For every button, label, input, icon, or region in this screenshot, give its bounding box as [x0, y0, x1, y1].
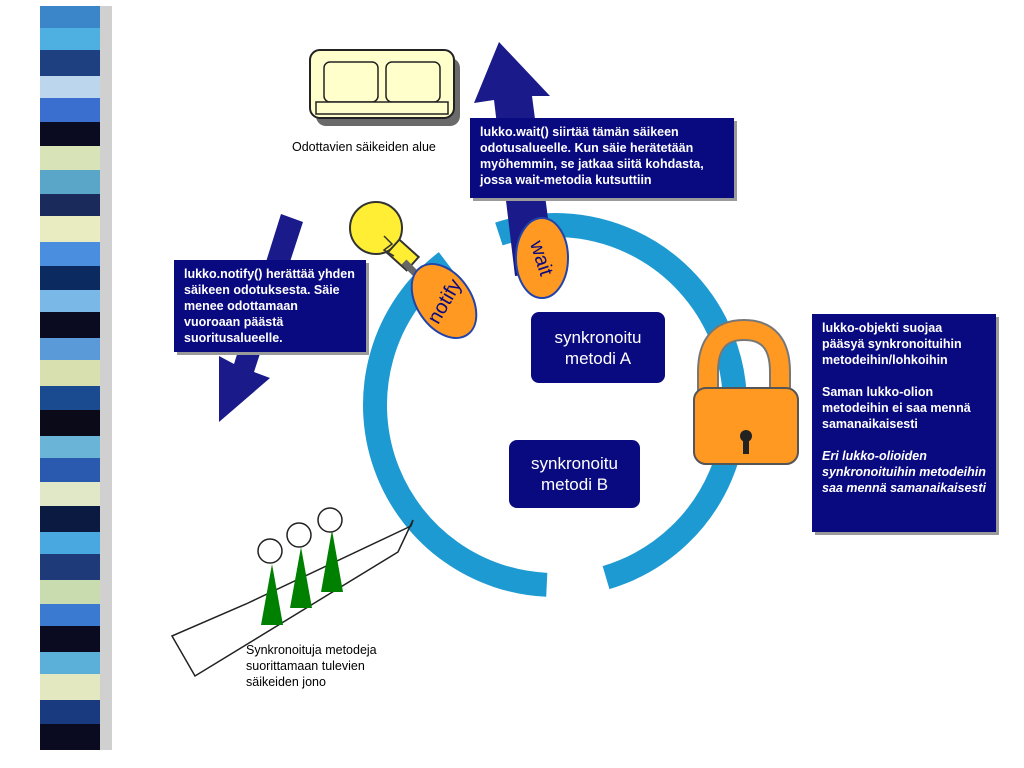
lightbulb-icon	[349, 201, 423, 281]
queue-label: Synkronoituja metodeja suorittamaan tule…	[246, 643, 377, 689]
waiting-area-label: Odottavien säikeiden alue	[292, 140, 436, 154]
thread-figure	[257, 538, 283, 625]
method-b-line2: metodi B	[540, 475, 609, 494]
synchronized-method-a: synkronoitu metodi A	[531, 312, 665, 383]
wait-bubble	[515, 217, 569, 299]
thread-figure	[286, 522, 312, 608]
lock-description-line3: Eri lukko-olioiden synkronoituihin metod…	[822, 449, 986, 495]
lock-description-line2: Saman lukko-olion metodeihin ei saa menn…	[822, 385, 971, 431]
decorative-stripe-bar	[40, 6, 112, 750]
wait-description-box: lukko.wait() siirtää tämän säikeen odotu…	[470, 118, 734, 198]
wait-description-text: lukko.wait() siirtää tämän säikeen odotu…	[480, 125, 704, 187]
lock-description-line1: lukko-objekti suojaa pääsyä synkronoitui…	[822, 321, 962, 367]
method-b-line1: synkronoitu	[531, 454, 618, 473]
method-a-line1: synkronoitu	[554, 327, 642, 347]
notify-bubble	[410, 263, 478, 339]
sofa-icon	[309, 49, 460, 126]
lock-description-box: lukko-objekti suojaa pääsyä synkronoitui…	[812, 314, 996, 532]
method-a-line2: metodi A	[564, 348, 632, 368]
notify-description-box: lukko.notify() herättää yhden säikeen od…	[174, 260, 366, 352]
synchronized-method-b: synkronoitu metodi B	[509, 440, 640, 508]
notify-description-text: lukko.notify() herättää yhden säikeen od…	[184, 267, 355, 345]
lock-icon	[693, 318, 799, 465]
thread-figure	[317, 507, 343, 592]
